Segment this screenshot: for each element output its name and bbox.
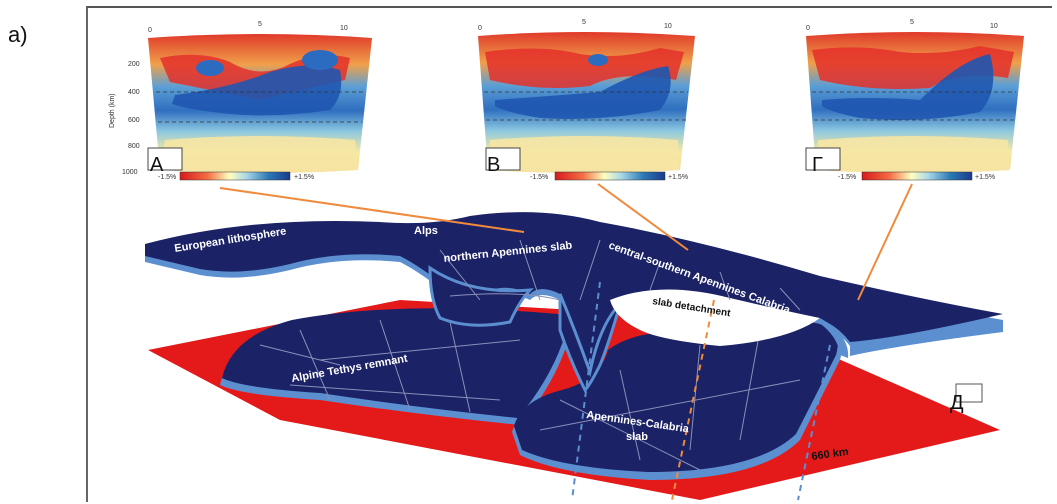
tomo-panel-g: 0 5 10 -1.5% +1.5%	[805, 19, 1024, 181]
xtick-a-2: 10	[340, 25, 348, 32]
xtick-b-0: 0	[478, 25, 482, 32]
letter-b: В	[487, 154, 501, 176]
xtick-g-0: 0	[806, 25, 810, 32]
xtick-g-2: 10	[990, 23, 998, 30]
letter-a: А	[150, 154, 164, 176]
section-line-g	[797, 344, 831, 501]
tomo-panel-b: 0 5 10 -1.5% +1.5%	[478, 19, 695, 181]
cbar-g-max: +1.5%	[975, 174, 995, 181]
cbar-b-max: +1.5%	[668, 174, 688, 181]
marker-d-box	[955, 383, 983, 403]
label-660: 660 km	[811, 446, 850, 463]
panel-label: a)	[8, 22, 28, 47]
upper-plate	[145, 212, 1003, 393]
leader-g	[857, 183, 913, 301]
xtick-b-2: 10	[664, 23, 672, 30]
cbar-a-max: +1.5%	[294, 174, 314, 181]
colorbar-b	[554, 171, 666, 181]
xtick-g-1: 5	[910, 19, 914, 26]
tethys-slab	[220, 308, 569, 425]
colorbar-a	[179, 171, 291, 181]
letter-d: Д	[950, 392, 964, 414]
leader-a	[219, 187, 525, 233]
cbar-a-min: -1.5%	[158, 174, 176, 181]
dtick-800: 800	[128, 143, 140, 150]
section-line-b	[671, 299, 715, 501]
colorbar-g	[861, 171, 973, 181]
tomo-panel-a: 0 5 10 200 400 600 800 1000 Depth (km) -…	[109, 21, 372, 181]
detachment-window	[610, 289, 820, 346]
letter-g: Г	[812, 154, 823, 176]
dtick-600: 600	[128, 117, 140, 124]
figure-frame	[86, 6, 1052, 502]
dtick-1000: 1000	[122, 169, 138, 176]
xtick-a-1: 5	[258, 21, 262, 28]
label-calabria-2: slab	[626, 431, 648, 443]
cbar-g-min: -1.5%	[838, 174, 856, 181]
xtick-b-1: 5	[582, 19, 586, 26]
xtick-a-0: 0	[148, 27, 152, 34]
section-line-a	[571, 281, 601, 501]
leader-b	[597, 183, 689, 251]
dtick-200: 200	[128, 61, 140, 68]
dtick-400: 400	[128, 89, 140, 96]
depth-axis-label: Depth (km)	[109, 93, 116, 128]
cbar-b-min: -1.5%	[530, 174, 548, 181]
label-alps: Alps	[414, 225, 438, 237]
calabria-slab	[512, 314, 842, 480]
